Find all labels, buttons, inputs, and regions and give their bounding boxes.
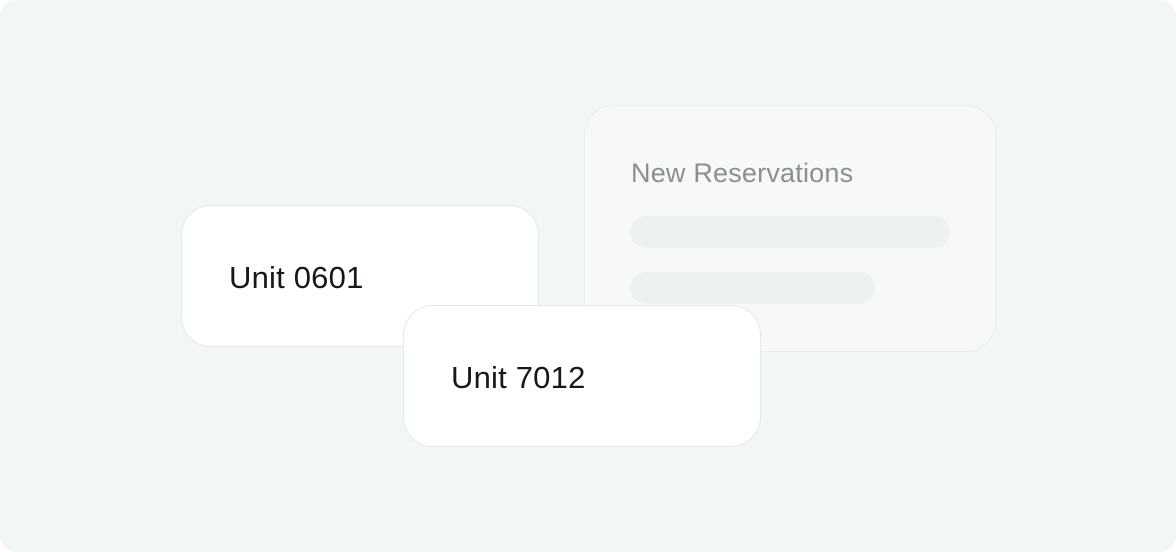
skeleton-line	[630, 216, 950, 248]
skeleton-line	[630, 272, 875, 304]
panel-title: New Reservations	[631, 158, 854, 188]
unit-card-7012[interactable]: Unit 7012	[403, 305, 761, 447]
unit-label: Unit 7012	[451, 360, 586, 395]
unit-label: Unit 0601	[229, 260, 364, 295]
